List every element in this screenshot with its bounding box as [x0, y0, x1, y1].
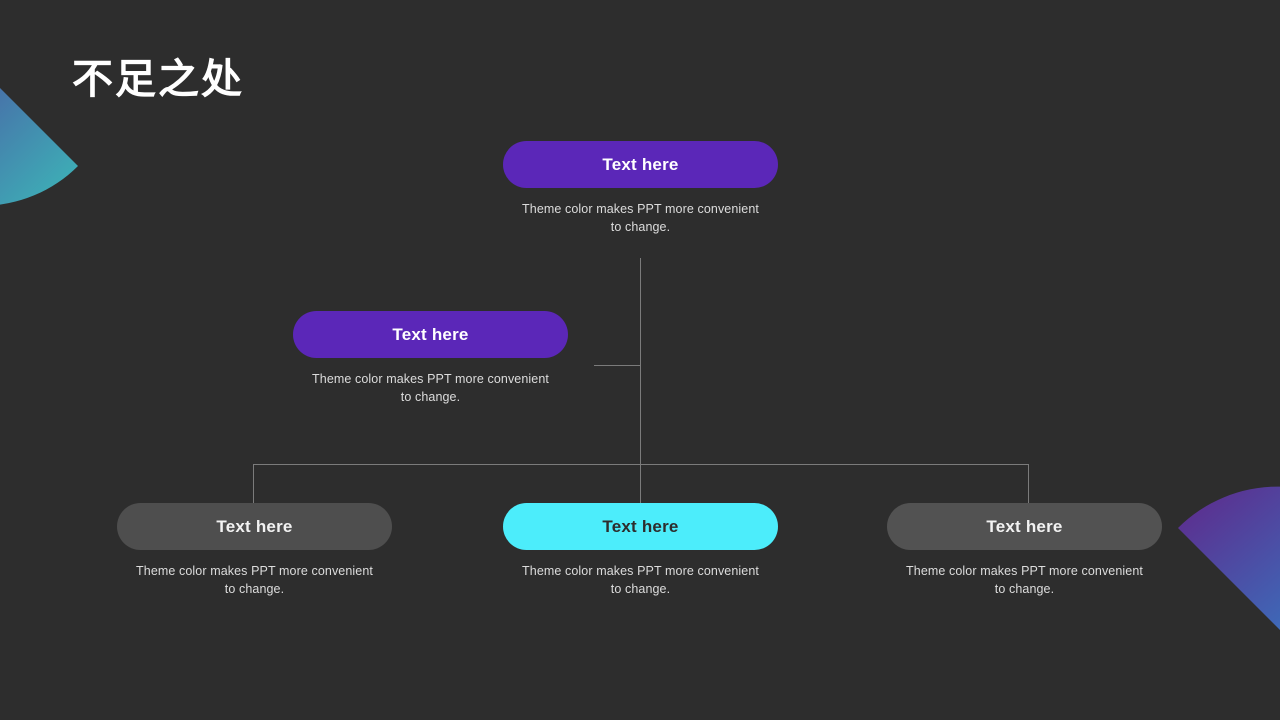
node-bottom-1: Text here Theme color makes PPT more con… [117, 503, 392, 598]
node-bottom-2-description: Theme color makes PPT more convenient to… [522, 564, 759, 597]
node-bottom-3-pill[interactable]: Text here [887, 503, 1162, 550]
node-middle-description: Theme color makes PPT more convenient to… [312, 372, 549, 405]
node-bottom-2: Text here Theme color makes PPT more con… [503, 503, 778, 598]
node-top: Text here Theme color makes PPT more con… [503, 141, 778, 236]
node-middle-pill[interactable]: Text here [293, 311, 568, 358]
node-middle: Text here Theme color makes PPT more con… [293, 311, 568, 406]
node-bottom-2-pill[interactable]: Text here [503, 503, 778, 550]
node-bottom-1-pill[interactable]: Text here [117, 503, 392, 550]
node-top-description: Theme color makes PPT more convenient to… [522, 202, 759, 235]
node-bottom-3-description: Theme color makes PPT more convenient to… [906, 564, 1143, 597]
node-bottom-1-description: Theme color makes PPT more convenient to… [136, 564, 373, 597]
page-title: 不足之处 [72, 55, 244, 103]
node-top-pill[interactable]: Text here [503, 141, 778, 188]
node-bottom-3: Text here Theme color makes PPT more con… [887, 503, 1162, 598]
